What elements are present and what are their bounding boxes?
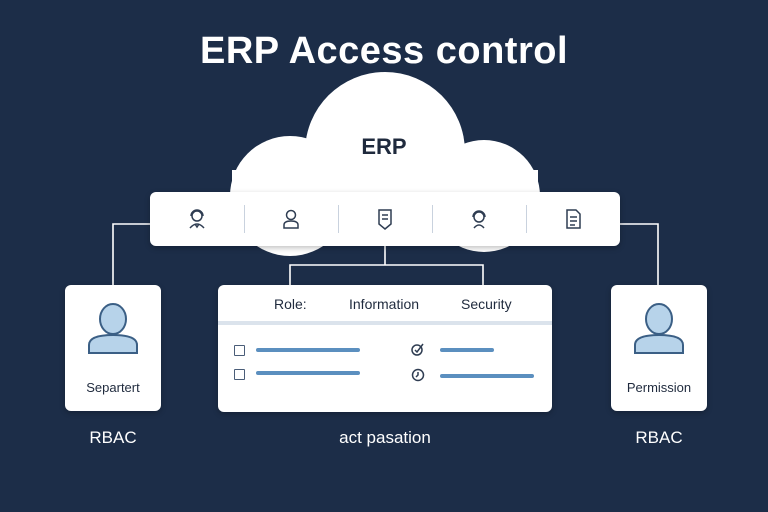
row-2-status-bar — [440, 374, 534, 378]
row-1-value-bar — [256, 348, 360, 352]
module-cell-3[interactable] — [338, 192, 432, 246]
user-avatar-icon — [634, 303, 684, 354]
header-role: Role: — [274, 296, 307, 312]
user-icon — [283, 209, 299, 229]
user-avatar-icon — [88, 303, 138, 354]
left-card-label: Separtert — [86, 380, 140, 395]
panel-header: Role: Information Security — [218, 285, 552, 325]
right-caption: RBAC — [635, 428, 683, 447]
document-download-icon — [378, 209, 392, 230]
module-cell-1[interactable] — [150, 192, 244, 246]
erp-module-bar — [150, 192, 620, 246]
check-edit-icon[interactable] — [410, 341, 426, 357]
user-headset-icon — [189, 209, 205, 229]
center-caption: act pasation — [339, 428, 431, 447]
clock-icon[interactable] — [410, 367, 426, 383]
module-cell-5[interactable] — [526, 192, 620, 246]
row-2-value-bar — [256, 371, 360, 375]
document-list-icon — [566, 209, 581, 229]
module-cell-2[interactable] — [244, 192, 338, 246]
checkbox-icon[interactable] — [234, 345, 245, 356]
right-card-label: Permission — [626, 380, 692, 395]
right-user-card[interactable]: Permission — [611, 285, 707, 411]
access-table-panel: Role: Information Security — [218, 285, 552, 412]
left-caption: RBAC — [89, 428, 137, 447]
left-user-card[interactable]: Separtert — [65, 285, 161, 411]
header-security: Security — [461, 296, 512, 312]
row-1-status-bar — [440, 348, 494, 352]
module-cell-4[interactable] — [432, 192, 526, 246]
cloud-label: ERP — [361, 134, 407, 159]
diagram-title: ERP Access control — [199, 30, 569, 72]
user-headset-icon — [472, 210, 486, 229]
checkbox-icon[interactable] — [234, 369, 245, 380]
header-information: Information — [349, 296, 420, 312]
